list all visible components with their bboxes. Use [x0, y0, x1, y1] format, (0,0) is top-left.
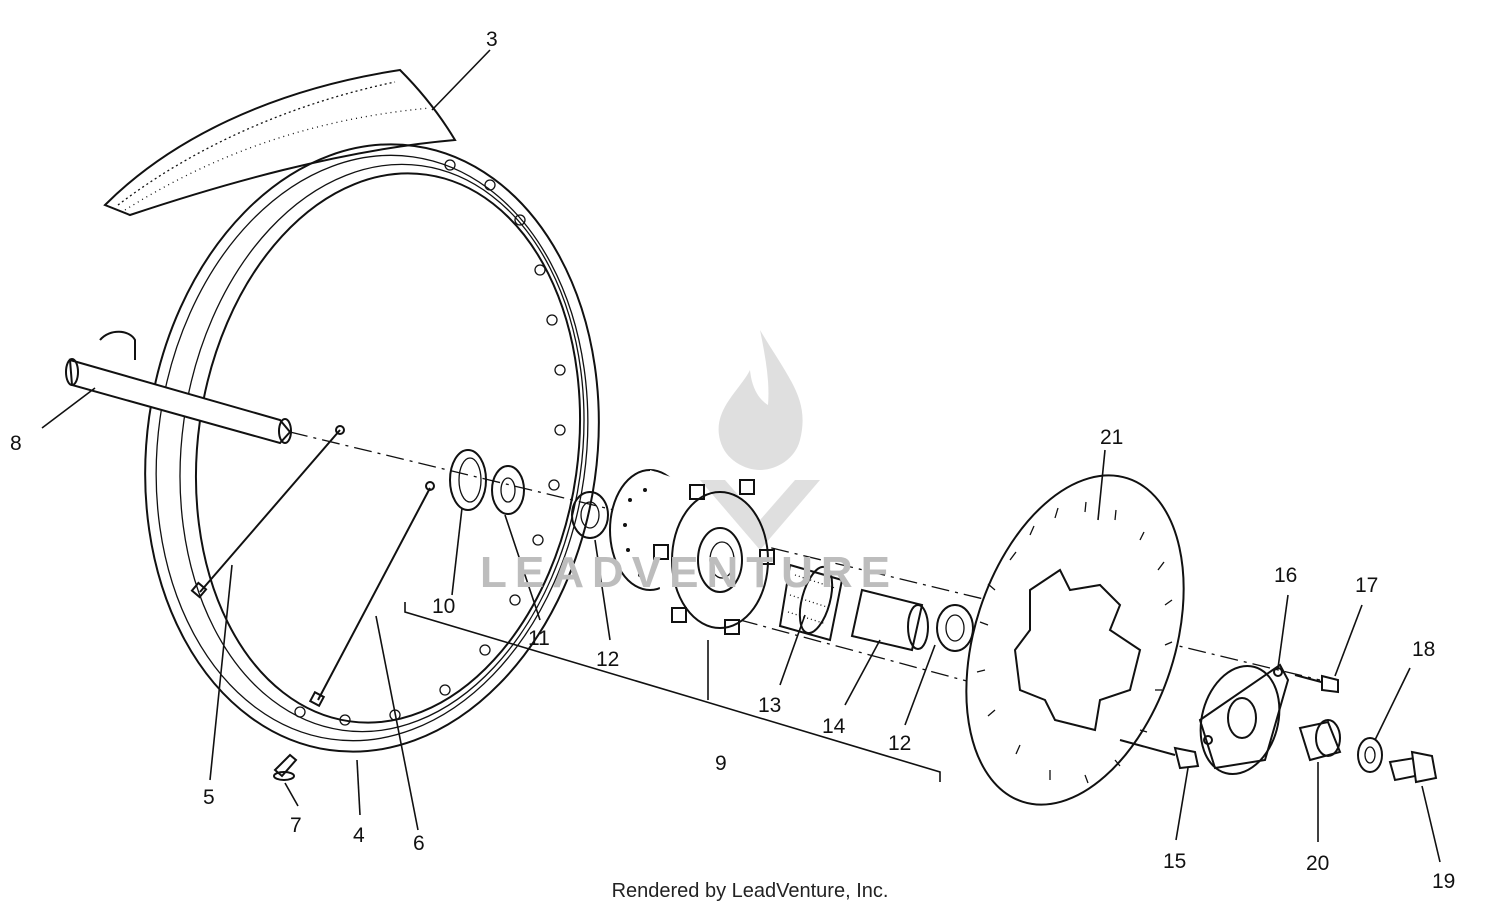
- spacer-collar: [491, 465, 525, 515]
- washer: [1357, 737, 1383, 773]
- brake-disc: [965, 474, 1185, 806]
- rim-band: [103, 68, 457, 217]
- callout-18: 18: [1412, 638, 1435, 661]
- hub-assembly-bracket: [404, 602, 941, 782]
- spacer-tube: [778, 563, 844, 642]
- bearing-left: [571, 491, 609, 539]
- callout-17: 17: [1355, 574, 1378, 597]
- callout-12-right: 12: [888, 732, 911, 755]
- callout-8: 8: [10, 432, 22, 455]
- callout-11: 11: [528, 627, 550, 650]
- seal: [449, 449, 487, 511]
- flame-logo-watermark: [700, 330, 820, 550]
- callout-6: 6: [413, 832, 425, 855]
- spoke-6: [308, 481, 435, 708]
- hub: [609, 469, 775, 635]
- axle: [65, 330, 292, 445]
- rim-spoke-holes: [294, 159, 566, 726]
- hub-centerline-lower: [739, 619, 1001, 691]
- callout-13: 13: [758, 694, 781, 717]
- callout-14: 14: [822, 715, 846, 738]
- watermark-text: LEADVENTURE: [480, 548, 899, 597]
- disc-cover: [1198, 663, 1290, 776]
- callout-16: 16: [1274, 564, 1297, 587]
- callout-9: 9: [715, 752, 727, 775]
- callout-3: 3: [486, 28, 498, 51]
- axle-bolt: [1388, 750, 1438, 784]
- spoke-nipple: [273, 753, 298, 781]
- cover-bolt: [1294, 674, 1339, 694]
- leader-lines: [41, 49, 1441, 863]
- callout-19: 19: [1432, 870, 1455, 893]
- callout-4: 4: [353, 824, 365, 847]
- callout-7: 7: [290, 814, 302, 837]
- bearing-right: [936, 604, 974, 652]
- callout-15: 15: [1163, 850, 1186, 873]
- callout-10: 10: [432, 595, 455, 618]
- spoke-5: [190, 425, 345, 599]
- callout-21: 21: [1100, 426, 1123, 449]
- callout-5: 5: [203, 786, 215, 809]
- footer-credit: Rendered by LeadVenture, Inc.: [611, 880, 889, 902]
- rim: [144, 143, 600, 753]
- callout-12-left: 12: [596, 648, 619, 671]
- callout-20: 20: [1306, 852, 1329, 875]
- spacer-sleeve: [850, 588, 929, 652]
- collar: [1298, 719, 1342, 762]
- disc-bolt: [1119, 739, 1200, 770]
